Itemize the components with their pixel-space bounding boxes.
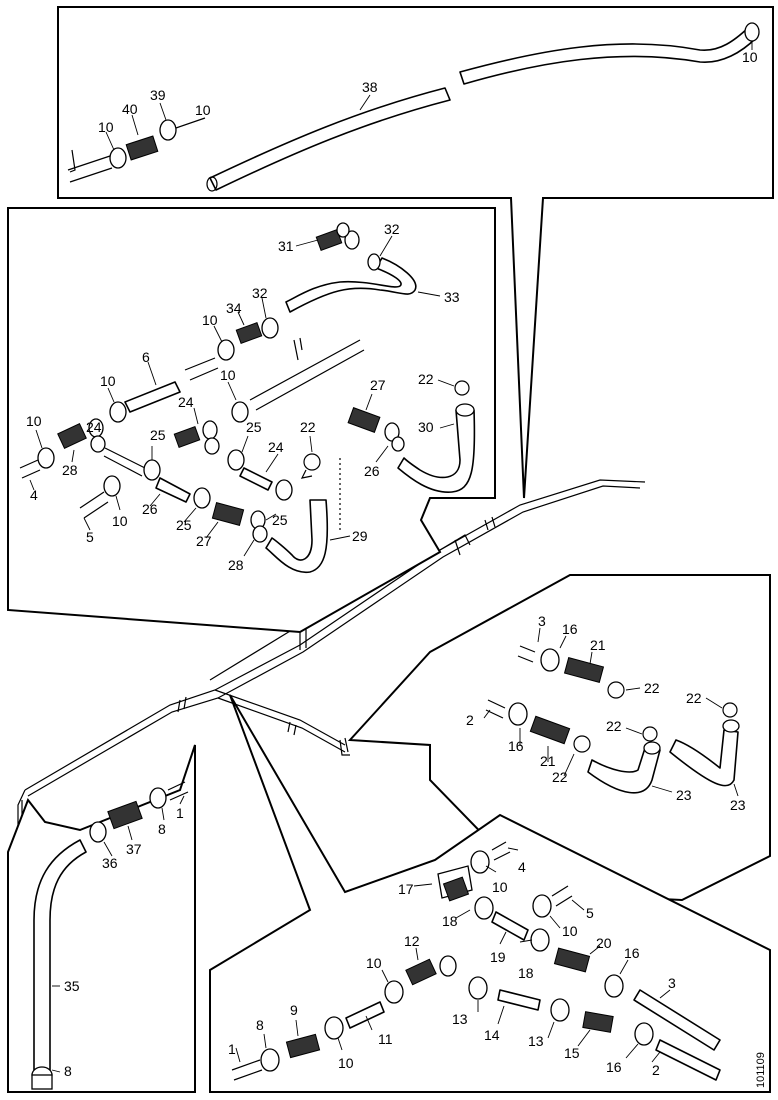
callout-b-6: 12 bbox=[404, 933, 420, 949]
callout-top-3: 10 bbox=[195, 102, 211, 118]
callout-r-5: 2 bbox=[466, 712, 474, 728]
callout-b-16: 14 bbox=[484, 1027, 500, 1043]
callout-ul-19: 28 bbox=[62, 462, 78, 478]
callout-ul-1: 32 bbox=[384, 221, 400, 237]
callout-top-2: 39 bbox=[150, 87, 166, 103]
callout-ul-23: 4 bbox=[30, 487, 38, 503]
callout-ul-29: 25 bbox=[272, 512, 288, 528]
callout-ll-5: 8 bbox=[64, 1063, 72, 1079]
callout-b-17: 11 bbox=[378, 1031, 393, 1047]
callout-r-10: 23 bbox=[676, 787, 692, 803]
callout-ul-9: 27 bbox=[370, 377, 386, 393]
callout-b-5: 10 bbox=[562, 923, 578, 939]
callout-ul-15: 22 bbox=[300, 419, 316, 435]
figure-reference-number: 101109 bbox=[755, 1052, 767, 1088]
callout-ul-31: 28 bbox=[228, 557, 244, 573]
panel-right bbox=[347, 574, 771, 902]
callout-ul-8: 10 bbox=[220, 367, 236, 383]
callout-r-6: 16 bbox=[508, 738, 524, 754]
callout-ul-10: 22 bbox=[418, 371, 434, 387]
callout-ul-5: 33 bbox=[444, 289, 460, 305]
callout-b-8: 19 bbox=[490, 949, 506, 965]
callout-r-0: 3 bbox=[538, 613, 546, 629]
callout-ul-16: 30 bbox=[418, 419, 434, 435]
callout-ul-27: 25 bbox=[176, 517, 192, 533]
callout-ll-4: 35 bbox=[64, 978, 80, 994]
callout-r-8: 22 bbox=[606, 718, 622, 734]
callout-b-10: 3 bbox=[668, 975, 676, 991]
callout-r-1: 16 bbox=[562, 621, 578, 637]
panel-upper-left bbox=[7, 207, 496, 634]
callout-r-7: 21 bbox=[540, 753, 556, 769]
callout-r-3: 22 bbox=[644, 680, 660, 696]
callout-ul-18: 26 bbox=[364, 463, 380, 479]
callout-ul-17: 25 bbox=[246, 419, 262, 435]
callout-ul-4: 10 bbox=[202, 312, 218, 328]
callout-b-3: 5 bbox=[586, 905, 594, 921]
callout-ul-13: 25 bbox=[150, 427, 166, 443]
panel-lower-left bbox=[7, 744, 196, 1093]
callout-b-2: 10 bbox=[492, 879, 508, 895]
callout-ll-1: 37 bbox=[126, 841, 142, 857]
callout-ul-12: 24 bbox=[178, 394, 194, 410]
callout-ul-11: 10 bbox=[26, 413, 42, 429]
callout-b-19: 15 bbox=[564, 1045, 580, 1061]
callout-b-22: 2 bbox=[652, 1062, 660, 1078]
callout-ul-28: 27 bbox=[196, 533, 212, 549]
callout-b-21: 16 bbox=[606, 1059, 622, 1075]
callout-ul-3: 34 bbox=[226, 300, 242, 316]
callout-b-14: 9 bbox=[290, 1002, 298, 1018]
callout-b-18: 13 bbox=[528, 1033, 544, 1049]
callout-ul-6: 6 bbox=[142, 349, 150, 365]
callout-b-0: 4 bbox=[518, 859, 526, 875]
callout-b-12: 10 bbox=[366, 955, 382, 971]
callout-ul-24: 10 bbox=[112, 513, 128, 529]
callout-r-2: 21 bbox=[590, 637, 606, 653]
callout-ul-14: 24 bbox=[86, 419, 102, 435]
callout-ul-20: 24 bbox=[268, 439, 284, 455]
callout-b-23: 1 bbox=[228, 1041, 236, 1057]
callout-b-9: 16 bbox=[624, 945, 640, 961]
panel-top bbox=[57, 6, 774, 499]
callout-ul-2: 32 bbox=[252, 285, 268, 301]
callout-top-0: 10 bbox=[98, 119, 114, 135]
callout-ul-26: 5 bbox=[86, 529, 94, 545]
callout-b-7: 20 bbox=[596, 935, 612, 951]
callout-r-4: 22 bbox=[686, 690, 702, 706]
callout-ll-2: 8 bbox=[158, 821, 166, 837]
callout-ll-3: 1 bbox=[176, 805, 184, 821]
callout-labels: 10 40 39 10 38 10 31 32 32 34 10 33 6 10… bbox=[26, 49, 767, 1088]
callout-b-11: 18 bbox=[518, 965, 534, 981]
callout-b-1: 17 bbox=[398, 881, 414, 897]
panel-bottom bbox=[209, 694, 771, 1093]
callout-b-4: 18 bbox=[442, 913, 458, 929]
callout-ul-25: 26 bbox=[142, 501, 158, 517]
callout-top-4: 38 bbox=[362, 79, 378, 95]
callout-ul-30: 29 bbox=[352, 528, 368, 544]
callout-ll-0: 36 bbox=[102, 855, 118, 871]
callout-ul-0: 31 bbox=[278, 238, 294, 254]
callout-top-5: 10 bbox=[742, 49, 758, 65]
callout-b-15: 13 bbox=[452, 1011, 468, 1027]
callout-b-13: 8 bbox=[256, 1017, 264, 1033]
callout-r-11: 23 bbox=[730, 797, 746, 813]
callout-r-9: 22 bbox=[552, 769, 568, 785]
callout-b-20: 10 bbox=[338, 1055, 354, 1071]
callout-ul-7: 10 bbox=[100, 373, 116, 389]
callout-top-1: 40 bbox=[122, 101, 138, 117]
